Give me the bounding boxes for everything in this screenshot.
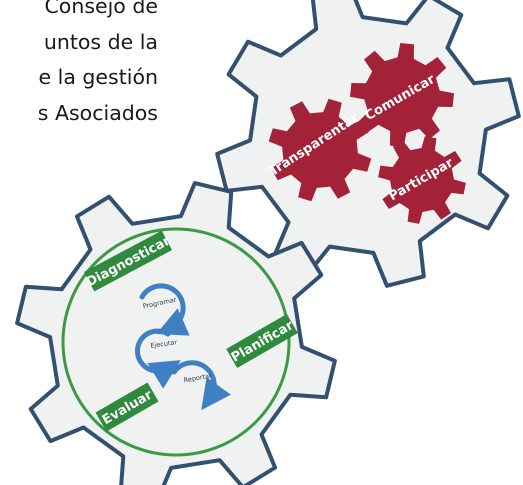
arrow-ejecutar — [135, 328, 181, 389]
transparentar-gear — [268, 98, 372, 202]
top-gear — [215, 0, 521, 288]
cycle-ring — [61, 227, 291, 457]
paragraph-line: untos de la — [43, 29, 158, 54]
ejecutar-label: Ejecutar — [150, 338, 178, 350]
comunicar-gear — [350, 43, 454, 147]
participar-gear — [378, 136, 466, 224]
arrow-programar — [139, 283, 190, 336]
paragraph-line: e la gestión — [38, 65, 158, 89]
arrow-reportar — [171, 360, 231, 411]
paragraph-fragment: Consejo de untos de la e la gestión s As… — [0, 0, 158, 131]
paragraph-line: Consejo de — [44, 0, 158, 18]
paragraph-line: s Asociados — [37, 100, 158, 125]
